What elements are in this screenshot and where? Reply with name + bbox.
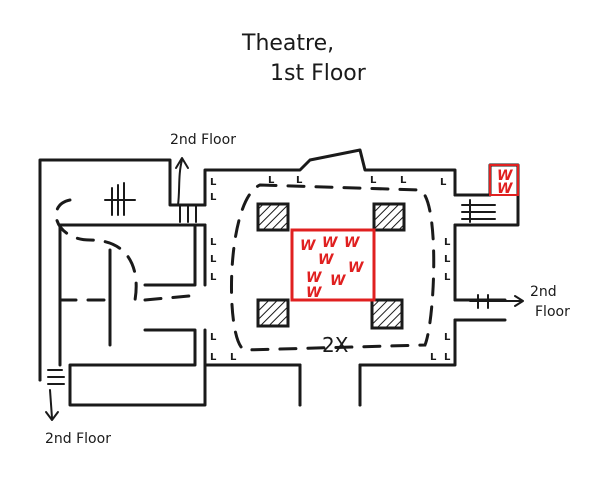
left-passage-dash [143,293,202,302]
water-mark-5: W [348,260,364,276]
multiplier-label: 2X [322,333,349,357]
light-mark: L [444,237,451,248]
arrow-down-icon [45,389,59,421]
left-interior-wall [38,223,112,382]
left-curve-dash [54,198,138,302]
pillar-top-left [256,202,290,232]
light-mark: L [210,254,217,265]
light-mark: L [210,192,217,203]
light-mark: L [210,272,217,283]
stairs-right-passage [469,294,501,309]
label-stairs-right-line2: Floor [535,304,570,320]
water-mark-8: W [306,285,322,301]
pillar-top-right [372,202,406,232]
left-wing-wall [38,158,207,407]
light-mark: L [210,237,217,248]
water-pool [290,228,376,302]
arrow-right-icon [499,295,524,307]
water-mark-3: W [344,235,360,251]
light-mark: L [268,175,275,186]
map-title-line2: 1st Floor [270,61,367,86]
light-mark: L [444,332,451,343]
arrow-up-icon [175,157,189,206]
label-stairs-top: 2nd Floor [170,132,236,148]
label-stairs-bottom: 2nd Floor [45,431,111,447]
main-hall-wall [203,148,492,407]
light-mark: L [444,272,451,283]
pillar-bottom-left [256,298,290,328]
right-passage-wall [453,298,507,322]
light-marks: L L L L L L L L L L L L L L L L L L L [210,175,451,363]
light-mark: L [230,352,237,363]
map-title-line1: Theatre, [241,31,334,56]
light-mark: L [210,352,217,363]
light-mark: L [296,175,303,186]
water-mark-annex-2: W [497,181,513,197]
bottom-corridor-wall [298,363,362,407]
central-loop-dash [230,183,436,352]
water-mark-1: W [300,238,316,254]
water-annex [489,164,519,196]
water-mark-6: W [306,270,322,286]
water-mark-2: W [322,235,338,251]
label-stairs-right-line1: 2nd [530,284,557,300]
light-mark: L [210,332,217,343]
light-mark: L [440,177,447,188]
light-mark: L [444,352,451,363]
pillar-bottom-right [370,298,404,330]
light-mark: L [430,352,437,363]
light-mark: L [400,175,407,186]
light-mark: L [444,254,451,265]
light-mark: L [210,177,217,188]
stairs-top-left [104,182,136,216]
stairs-bottom-left [47,369,65,385]
stairs-top-corridor [179,204,197,223]
stairs-right [461,199,496,223]
water-mark-annex-1: W [497,168,513,184]
water-mark-7: W [330,273,346,289]
water-mark-4: W [318,252,334,268]
light-mark: L [370,175,377,186]
